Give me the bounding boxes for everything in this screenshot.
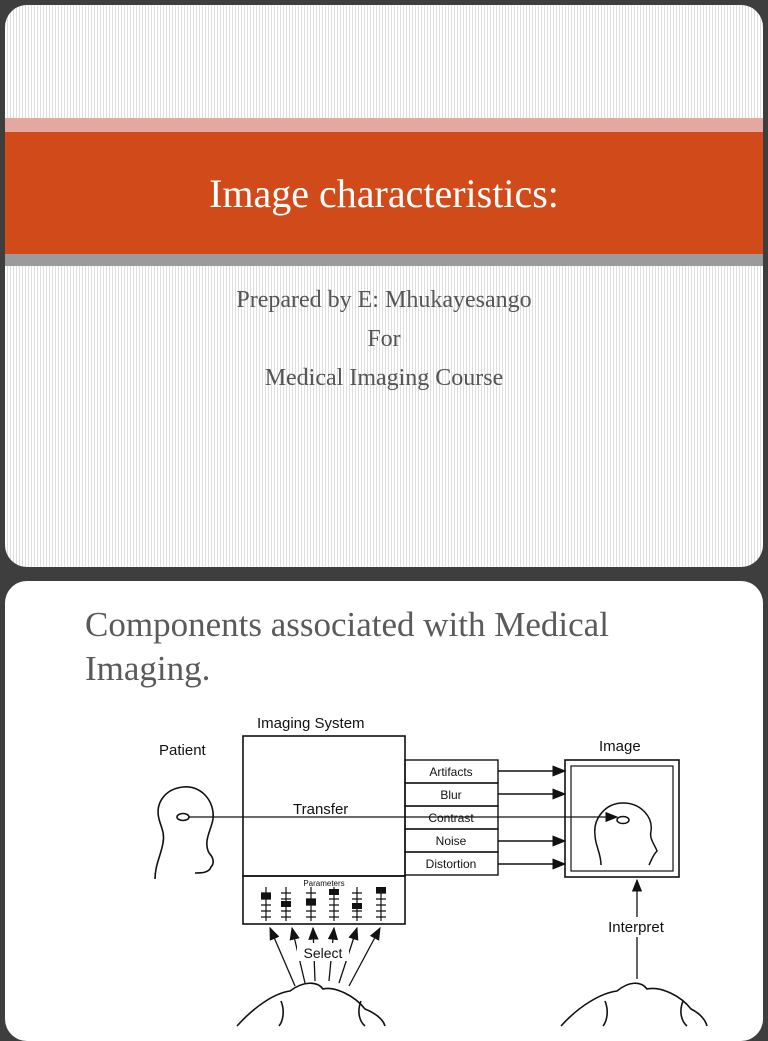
characteristic-noise: Noise xyxy=(436,834,467,848)
parameter-sliders xyxy=(261,887,386,921)
characteristic-distortion: Distortion xyxy=(426,857,477,871)
characteristic-contrast: Contrast xyxy=(428,811,474,825)
characteristic-artifacts: Artifacts xyxy=(429,765,472,779)
subtitle-block: Prepared by E: Mhukayesango For Medical … xyxy=(5,281,763,398)
patient-label: Patient xyxy=(159,742,207,759)
slide-title: Image characteristics: xyxy=(209,170,559,217)
parameter-knobs xyxy=(261,887,386,909)
shadow-bar xyxy=(5,254,763,266)
subtitle-line-for: For xyxy=(5,320,763,359)
interpret-label: Interpret xyxy=(608,919,665,936)
image-frame-inner xyxy=(571,766,673,871)
image-frame-outer xyxy=(565,760,679,877)
parameters-label: Parameters xyxy=(303,879,344,888)
accent-bar xyxy=(5,118,763,132)
title-slide: Image characteristics: Prepared by E: Mh… xyxy=(5,5,763,567)
image-label: Image xyxy=(599,738,641,755)
patient-head-icon xyxy=(155,787,213,879)
subtitle-line-author: Prepared by E: Mhukayesango xyxy=(5,281,763,320)
title-bar: Image characteristics: xyxy=(5,132,763,254)
imaging-components-diagram: Imaging System Artifacts Blur Contrast N… xyxy=(5,581,763,1041)
image-head-icon xyxy=(595,803,657,865)
subtitle-line-course: Medical Imaging Course xyxy=(5,359,763,398)
operator-head-icon xyxy=(237,983,385,1026)
imaging-system-label: Imaging System xyxy=(257,715,365,732)
characteristic-blur: Blur xyxy=(440,788,461,802)
transfer-label: Transfer xyxy=(293,801,348,818)
content-slide: Components associated with Medical Imagi… xyxy=(5,581,763,1041)
observer-head-icon xyxy=(561,983,707,1026)
select-label: Select xyxy=(304,945,343,961)
